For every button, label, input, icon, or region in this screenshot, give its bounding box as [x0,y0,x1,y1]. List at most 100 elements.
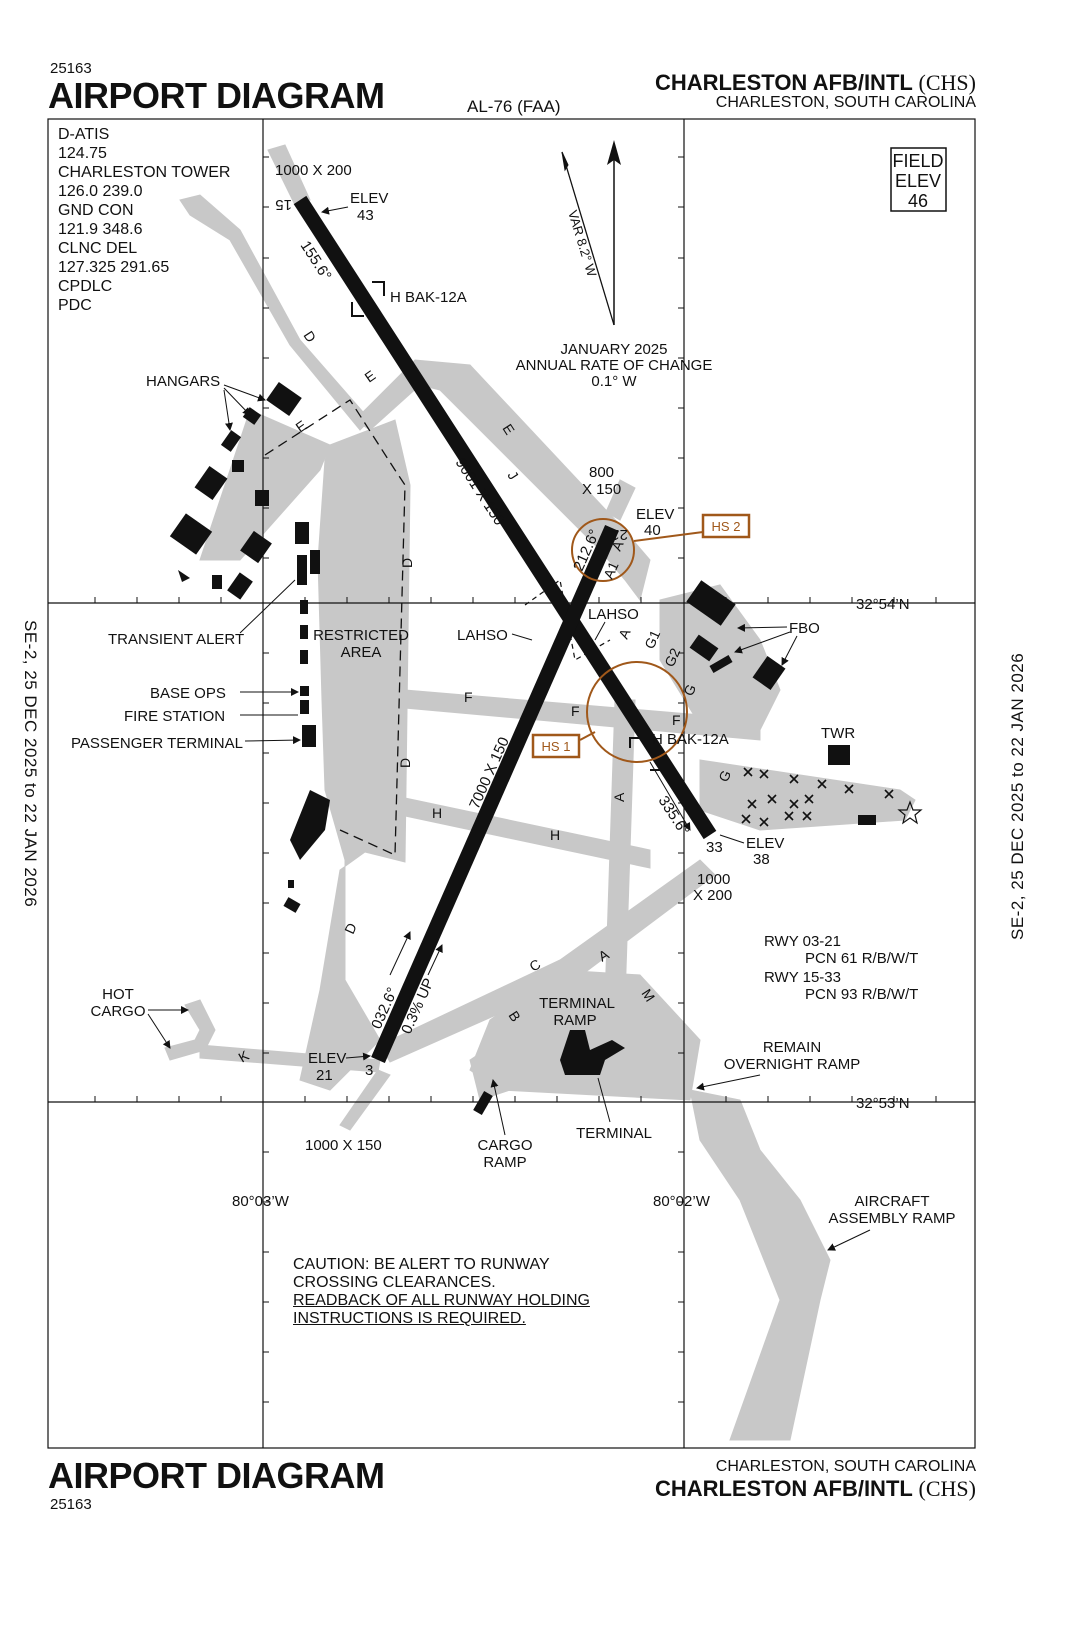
base-ops-building [300,686,309,696]
restricted-ramp [299,419,411,1091]
lon-east-label: 80°02’W [653,1193,711,1210]
rwy3-overrun [339,1069,391,1131]
twy-g2-label: G2 [661,645,683,669]
transient-alert-label: TRANSIENT ALERT [108,631,244,648]
assembly-ramp-label-2: ASSEMBLY RAMP [829,1210,956,1227]
rwy-33-overrun-2: X 200 [693,887,732,904]
fire-station-label: FIRE STATION [124,708,225,725]
magnetic-north-arrow-icon [561,151,569,172]
arrest-gear-south [629,737,667,771]
frequency-block: D-ATIS 124.75 CHARLESTON TOWER 126.0 239… [58,125,230,315]
caution-line-4: INSTRUCTIONS IS REQUIRED. [293,1310,526,1327]
lat-north-label: 32°54’N [856,596,910,613]
hot-cargo-label-2: CARGO [90,1003,145,1020]
twy-a-label-2: A [615,626,634,642]
assembly-ramp-label-1: AIRCRAFT [855,1193,930,1210]
cargo-ramp-leader [490,1079,506,1136]
hangar-6 [169,513,213,555]
twy-f-label-2: F [571,703,580,719]
hot-cargo-label-1: HOT [102,986,134,1003]
fbo-hangar-3 [752,656,786,690]
passenger-terminal-label: PASSENGER TERMINAL [71,735,243,752]
rwy-21-overrun-2: X 150 [582,481,621,498]
twy-a1-label: A1 [600,559,622,581]
airport-name-top: CHARLESTON AFB/INTL (CHS) [655,70,976,96]
twy-d-label-3: D [397,758,413,768]
magnetic-north-line [561,151,615,326]
freq-atis-value: 124.75 [58,145,107,162]
freq-ground-value: 121.9 348.6 [58,221,143,238]
twy-f-label-1: F [464,689,473,705]
magvar-change-label: ANNUAL RATE OF CHANGE [516,357,713,374]
tick-marks [94,156,937,1403]
twy-f-label-3: F [672,712,681,728]
true-north-arrow-icon [607,140,621,165]
pavement [164,144,916,1441]
taxiway-f [404,689,761,741]
caution-note: CAUTION: BE ALERT TO RUNWAY CROSSING CLE… [293,1256,590,1328]
terminal-complex [290,790,330,860]
hangars-label: HANGARS [146,373,220,390]
pcn-rwy-03-21-value: PCN 61 R/B/W/T [805,950,918,967]
arrest-south-label: H BAK-12A [652,731,729,748]
freq-clearance-value: 127.325 291.65 [58,259,170,276]
hangar-4 [232,460,244,472]
fbo-hangar-2 [689,634,719,662]
terminal-label: TERMINAL [576,1125,652,1142]
beacon-icon [897,800,923,825]
rwy-33-heading-arrow [649,761,691,831]
cargo-ramp-label-2: RAMP [483,1154,526,1171]
hangars-leader-3 [223,389,233,431]
rwy-3-elev-leader [345,1052,371,1061]
airport-name-footer: CHARLESTON AFB/INTL [654,1476,913,1501]
rwy-33-elev-value: 38 [753,851,770,868]
twy-j-label: J [504,468,521,483]
hangar-8 [227,572,253,600]
lahso-right-leader [594,621,606,641]
lahso-left-leader [511,633,533,641]
twy-h-label-1: H [432,805,442,821]
rwy-21-elev-value: 40 [644,522,661,539]
rwy-33-number: 33 [706,839,723,856]
twy-g1-label: G1 [641,627,663,651]
fire-station-building [300,700,309,714]
passenger-terminal-leader [244,736,301,745]
rwy-21-elev-label: ELEV [636,506,674,523]
cargo-building [473,1090,493,1116]
rwy-3-number: 3 [365,1062,373,1079]
hangar-1 [266,381,302,417]
rwy-3-elev-value: 21 [316,1067,333,1084]
restricted-area-label-2: AREA [341,644,382,661]
rwy-33-overrun-1: 1000 [697,871,730,888]
fbo-hangar-1 [686,580,736,626]
building-b [212,575,222,589]
pcn-rwy-03-21-label: RWY 03-21 [764,933,841,950]
hotspot-2-leader [633,531,704,542]
city-state-top: CHARLESTON, SOUTH CAROLINA [715,94,976,111]
rwy-33-elev-leader [719,834,745,844]
runway-03-21 [371,524,619,1064]
building-a [255,490,269,506]
control-tower [828,745,850,765]
rwy-33-elev-label: ELEV [746,835,784,852]
passenger-terminal-building [302,725,316,747]
magvar-change-value: 0.1° W [591,373,637,390]
main-terminal-building [560,1030,625,1075]
rwy-21-overrun-1: 800 [589,464,614,481]
hotspot-2-label: HS 2 [712,519,741,534]
cargo-ramp-label-1: CARGO [477,1137,532,1154]
fbo-leader-1 [737,623,788,632]
terminal-ramp-label-1: TERMINAL [539,995,615,1012]
taxiway-h [404,797,651,869]
hangar-5 [194,466,228,500]
restricted-area-boundary [264,399,406,856]
rwy21-overrun [605,479,636,521]
rwy-21-number: 21 [611,526,628,543]
chart-number-top: 25163 [50,60,92,77]
slope-arrow [427,944,443,976]
transient-alert-1 [295,522,309,544]
runway-15-33 [293,195,717,840]
caution-line-1: CAUTION: BE ALERT TO RUNWAY [293,1256,550,1273]
field-elev-box [890,147,947,212]
